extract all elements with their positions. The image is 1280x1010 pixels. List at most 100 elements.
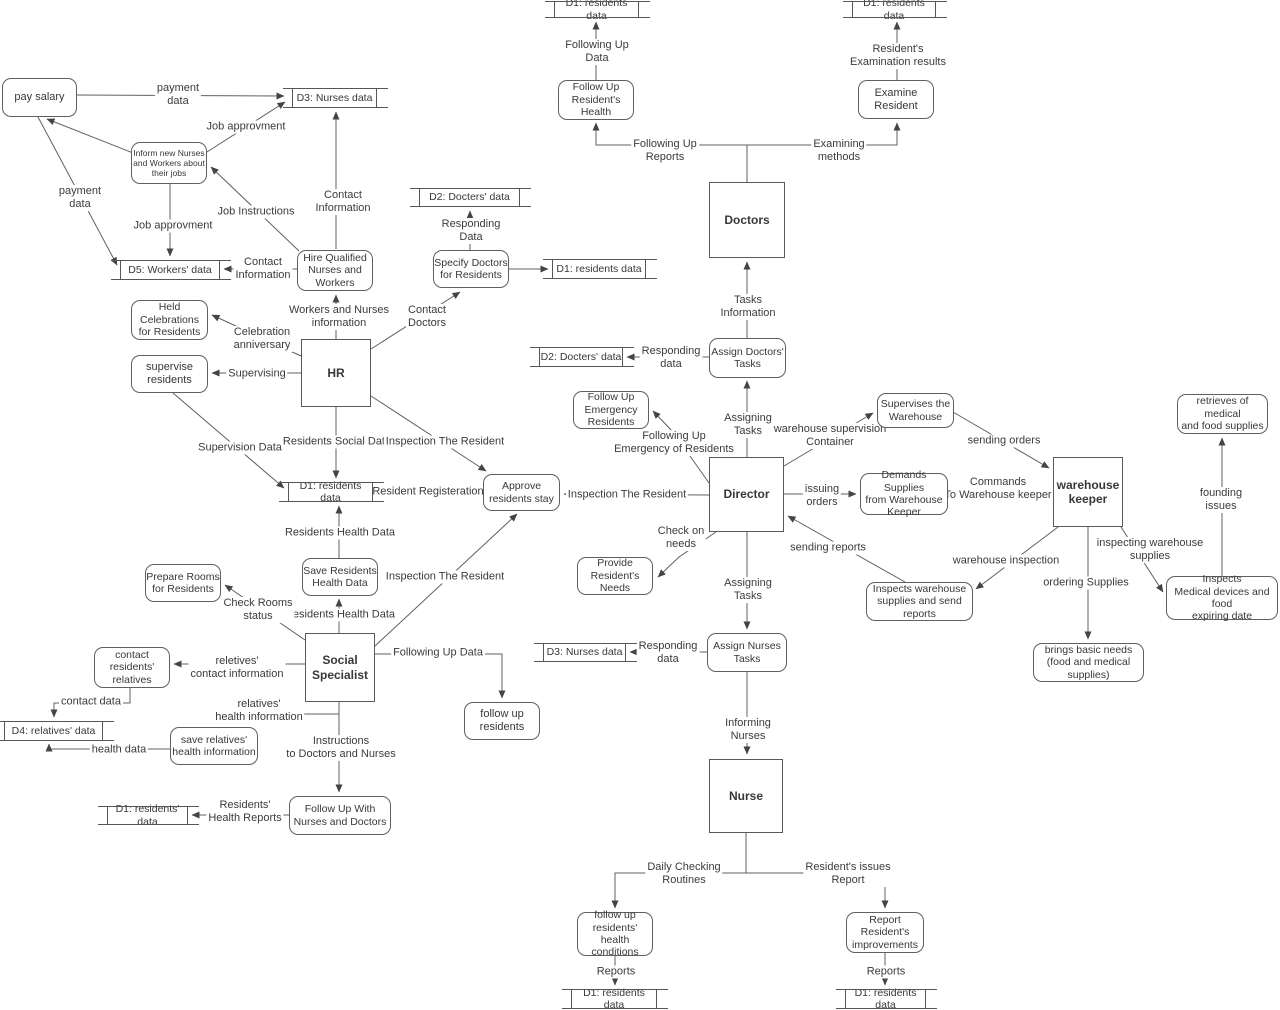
process-retrieves-supplies[interactable]: retrieves of medical and food supplies [1177, 394, 1268, 434]
edge-label-warehouse-keeper-to-inspects-warehouse: warehouse inspection [950, 554, 1062, 568]
edge-label-hire-to-inform: Job Instructions [215, 205, 297, 219]
process-inform-new-nurses-workers[interactable]: Inform new Nurses and Workers about thei… [131, 142, 207, 184]
store-d1-residents-data-botleft[interactable]: D1: residents data [562, 987, 668, 1010]
process-follow-up-residents-health-conditions[interactable]: follow up residents' health conditions [577, 909, 653, 958]
edge-label-inspects-warehouse-to-director: sending reports [788, 541, 868, 555]
process-pay-salary[interactable]: pay salary [2, 78, 77, 117]
edge-label-assign-nurses-to-d3: Responding data [636, 640, 700, 666]
store-d1-residents-data-botright[interactable]: D1: residents data [836, 987, 937, 1010]
process-prepare-rooms[interactable]: Prepare Rooms for Residents [145, 564, 221, 602]
edge-doctors-to-examine [747, 122, 901, 146]
entity-director[interactable]: Director [709, 457, 784, 532]
edge-label-director-to-assign-nurses: Assigning Tasks [722, 577, 774, 603]
edge-label-director-to-approve: Inspection The Resident [565, 488, 689, 502]
store-d2-docters-data-top[interactable]: D2: Docters' data [410, 188, 531, 207]
store-d4-relatives-data[interactable]: D4: relatives' data [0, 721, 114, 741]
edge-hr-to-approve [370, 395, 487, 472]
edge-label-assign-doctors-to-doctors: Tasks Information [718, 294, 778, 320]
edge-label-pay-salary-to-d5: payment data [56, 185, 104, 211]
process-supervise-residents[interactable]: supervise residents [131, 355, 208, 393]
store-d3-nurses-data-top[interactable]: D3: Nurses data [283, 88, 388, 108]
entity-nurse[interactable]: Nurse [709, 759, 783, 833]
edge-label-warehouse-keeper-to-brings-basic: ordering Supplies [1041, 576, 1131, 590]
process-inspects-medical-devices[interactable]: Inspects Medical devices and food expiri… [1166, 573, 1278, 622]
process-follow-up-residents-health[interactable]: Follow Up Resident's Health [558, 80, 634, 120]
edge-label-follow-up-with-to-d1: Residents' Health Reports [206, 799, 284, 825]
edge-label-demands-to-warehouse-keeper: Commands To Warehouse keeper [942, 476, 1054, 502]
edge-label-director-to-provide-needs: Check on needs [655, 525, 707, 551]
store-d2-docters-data-mid[interactable]: D2: Docters' data [530, 347, 634, 367]
process-save-relatives-health-information[interactable]: save relatives' health information [170, 727, 258, 765]
edge-label-report-improvements-to-d1: Reports [864, 965, 908, 979]
store-d1-residents-data-topright[interactable]: D1: residents data [843, 0, 947, 22]
edge-label-inform-to-d3: Job approvment [204, 120, 288, 134]
edge-label-hr-to-hire: Workers and Nurses information [286, 304, 392, 330]
edge-label-hire-to-d5: Contact Information [233, 256, 293, 282]
edge-label-social-to-approve: Inspection The Resident [383, 570, 507, 584]
process-inspects-warehouse-supplies[interactable]: Inspects warehouse supplies and send rep… [866, 582, 973, 621]
store-d5-workers-data[interactable]: D5: Workers' data [111, 260, 231, 280]
process-specify-doctors[interactable]: Specify Doctors for Residents [433, 250, 509, 288]
edge-label-social-to-save-relatives: relatives' health information [213, 698, 305, 724]
edge-label-inform-to-d5: Job approvment [131, 219, 215, 233]
entity-hr[interactable]: HR [301, 339, 371, 407]
entity-warehouse-keeper[interactable]: warehouse keeper [1053, 457, 1123, 527]
process-demands-supplies[interactable]: Demands Supplies from Warehouse Keeper [860, 469, 948, 518]
edge-label-hr-to-approve: Inspection The Resident [383, 435, 507, 449]
process-approve-residents-stay[interactable]: Approve residents stay [483, 474, 560, 511]
store-d3-nurses-data-mid[interactable]: D3: Nurses data [534, 643, 637, 662]
edge-label-social-to-contact-relatives: reletives' contact information [188, 655, 286, 681]
entity-social-specialist[interactable]: Social Specialist [305, 633, 375, 702]
edge-label-nurse-to-follow-up-conditions: Daily Checking Routines [645, 861, 723, 887]
edge-label-social-to-follow-up-with: Instructions to Doctors and Nurses [284, 735, 398, 761]
edge-label-supervises-to-warehouse-keeper: sending orders [965, 434, 1043, 448]
process-brings-basic-needs[interactable]: brings basic needs (food and medical sup… [1033, 643, 1144, 682]
edge-label-specify-to-d2: Responding Data [439, 218, 503, 244]
edge-label-save-relatives-to-d4: health data [89, 743, 149, 757]
edge-inform-to-pay-salary [46, 118, 134, 154]
edge-label-warehouse-keeper-to-inspects-medical: inspecting warehouse supplies [1094, 537, 1206, 563]
process-provide-residents-needs[interactable]: Provide Resident's Needs [577, 557, 653, 595]
process-supervises-the-warehouse[interactable]: Supervises the Warehouse [877, 393, 954, 428]
store-d1-residents-data-specify[interactable]: D1: residents data [543, 259, 657, 279]
edge-label-director-to-assign-doctors: Assigning Tasks [722, 412, 774, 438]
edge-social-to-follow-up-residents [375, 653, 506, 699]
store-d1-residents-data-topleft[interactable]: D1: residents data [545, 0, 650, 22]
edge-supervise-to-d1 [172, 392, 285, 489]
edge-label-hr-to-d1: Residents Social Data [280, 435, 394, 449]
process-save-residents-health-data[interactable]: Save Residents Health Data [302, 558, 378, 596]
edge-label-approve-to-d1: Resident Registeration [370, 485, 486, 499]
process-follow-up-emergency-residents[interactable]: Follow Up Emergency Residents [573, 391, 649, 429]
edge-label-examine-to-d1: Resident's Examination results [848, 43, 948, 69]
edge-label-social-to-prepare-rooms: Check Rooms status [221, 597, 295, 623]
process-hire-qualified-nurses-workers[interactable]: Hire Qualified Nurses and Workers [297, 250, 373, 291]
edge-label-save-health-to-d1: Residents Health Data [282, 526, 398, 540]
edge-label-doctors-to-follow-up-health: Following Up Reports [631, 138, 699, 164]
edge-label-hire-to-d3: Contact Information [313, 189, 373, 215]
process-assign-nurses-tasks[interactable]: Assign Nurses Tasks [707, 633, 787, 672]
process-report-residents-improvements[interactable]: Report Resident's improvements [846, 912, 924, 953]
process-assign-doctors-tasks[interactable]: Assign Doctors' Tasks [709, 338, 786, 378]
store-d1-residents-data-social[interactable]: D1: residents' data [98, 803, 199, 828]
process-follow-up-with-nurses-doctors[interactable]: Follow Up With Nurses and Doctors [289, 796, 391, 835]
entity-doctors[interactable]: Doctors [709, 182, 785, 258]
edge-label-assign-doctors-to-d2: Responding data [639, 345, 703, 371]
edge-label-doctors-to-examine: Examining methods [811, 138, 867, 164]
edge-label-follow-up-conditions-to-d1: Reports [594, 965, 638, 979]
edge-label-director-to-demands: issuing orders [802, 483, 842, 509]
process-follow-up-residents[interactable]: follow up residents [464, 702, 540, 740]
edge-label-hr-to-specify-doctors: Contact Doctors [406, 304, 448, 330]
edge-label-nurse-to-report-improvements: Resident's issues Report [803, 861, 893, 887]
store-d1-residents-data-mid[interactable]: D1: residents data [279, 480, 384, 504]
edge-label-social-to-save-health: Residents Health Data [282, 608, 398, 622]
edge-label-hr-to-supervise: Supervising [226, 367, 288, 381]
edge-label-contact-relatives-to-d4: contact data [59, 695, 123, 709]
process-held-celebrations[interactable]: Held Celebrations for Residents [131, 300, 208, 340]
edge-label-supervise-to-d1: Supervision Data [196, 441, 284, 455]
process-examine-resident[interactable]: Examine Resident [858, 80, 934, 119]
edge-label-inspects-medical-to-retrieves: founding issues [1191, 487, 1251, 513]
process-contact-residents-relatives[interactable]: contact residents' relatives [94, 647, 170, 688]
edge-label-social-to-follow-up-residents: Following Up Data [391, 646, 485, 660]
edge-label-director-to-follow-up-emergency: Following Up Emergency of Residents [612, 430, 736, 456]
